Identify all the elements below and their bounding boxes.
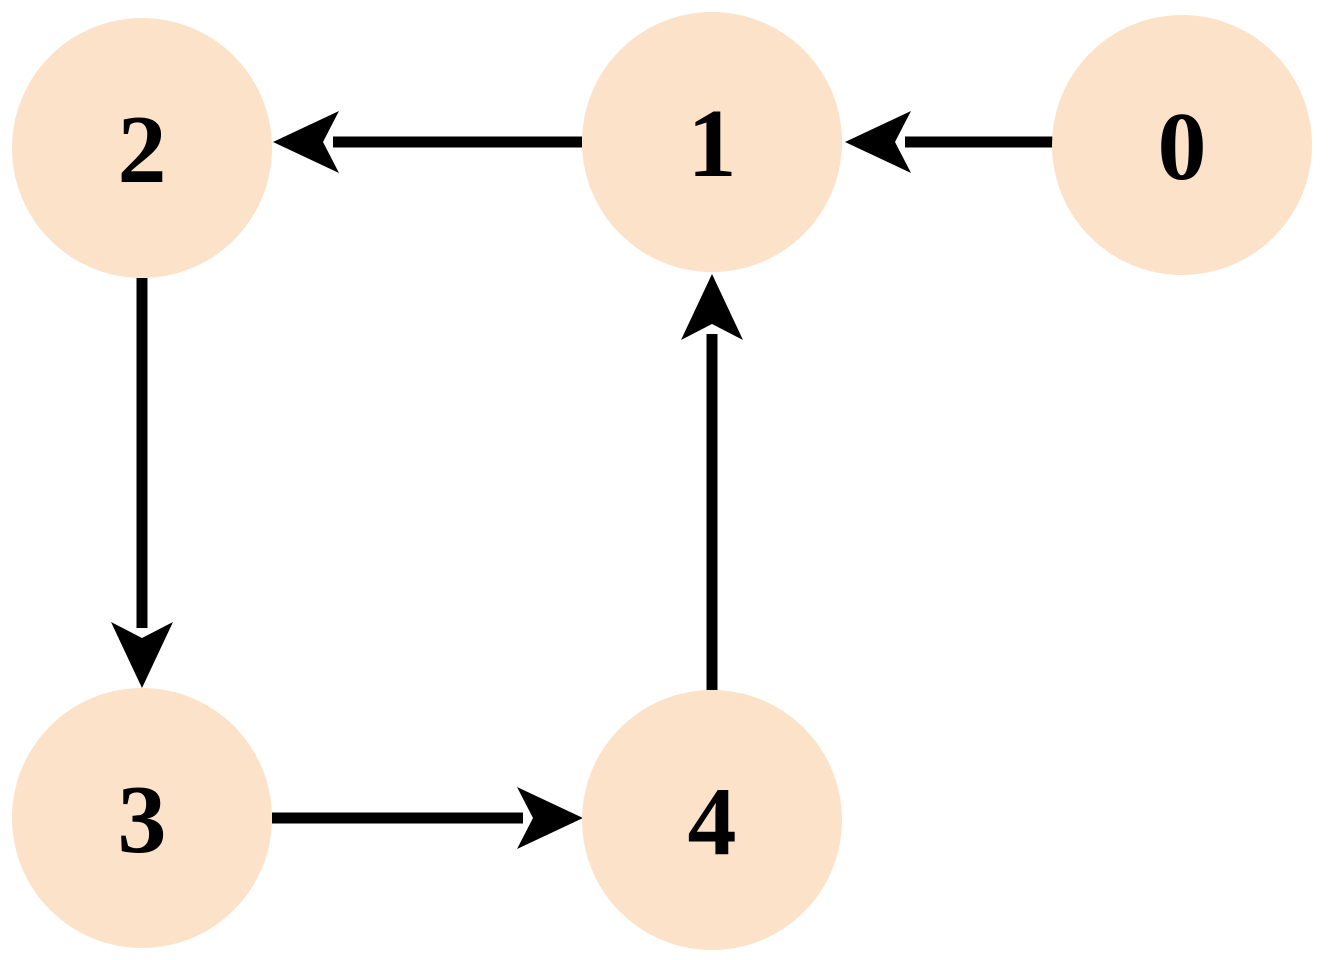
- edge-3-to-4: [272, 787, 583, 849]
- graph-node-4[interactable]: 4: [582, 690, 842, 950]
- graph-node-0[interactable]: 0: [1052, 15, 1312, 275]
- node-label: 0: [1158, 93, 1207, 201]
- node-label: 1: [688, 90, 737, 198]
- edge-4-to-1: [681, 274, 743, 690]
- node-circle[interactable]: [12, 688, 272, 948]
- node-circle[interactable]: [582, 690, 842, 950]
- arrowhead-icon: [681, 274, 743, 340]
- graph-node-1[interactable]: 1: [582, 12, 842, 272]
- arrowhead-icon: [517, 787, 583, 849]
- node-circle[interactable]: [582, 12, 842, 272]
- graph-node-3[interactable]: 3: [12, 688, 272, 948]
- node-circle[interactable]: [12, 18, 272, 278]
- node-label: 4: [688, 768, 737, 876]
- node-circle[interactable]: [1052, 15, 1312, 275]
- nodes-layer: 0 1 2 3 4: [12, 12, 1312, 950]
- edge-2-to-3: [111, 278, 173, 688]
- arrowhead-icon: [111, 622, 173, 688]
- edges-layer: [111, 111, 1053, 849]
- arrowhead-icon: [845, 111, 911, 173]
- edge-0-to-1: [845, 111, 1053, 173]
- edge-1-to-2: [273, 111, 582, 173]
- arrowhead-icon: [273, 111, 339, 173]
- node-label: 3: [118, 766, 167, 874]
- node-label: 2: [118, 96, 167, 204]
- graph-node-2[interactable]: 2: [12, 18, 272, 278]
